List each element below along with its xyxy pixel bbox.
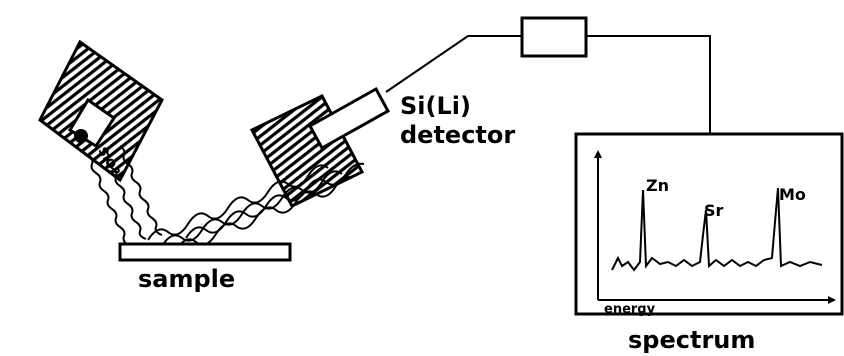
sample-plate bbox=[118, 242, 292, 262]
signal-cable bbox=[385, 35, 522, 93]
detector-label-line1: Si(Li) bbox=[400, 92, 471, 120]
spectrum-trace bbox=[611, 187, 823, 272]
peak-label-zn: Zn bbox=[646, 176, 669, 195]
axis-label-energy: energy bbox=[604, 302, 656, 317]
peak-label-sr: Sr bbox=[704, 201, 724, 220]
y-axis-arrow bbox=[594, 150, 602, 158]
amplifier-box bbox=[520, 16, 588, 58]
sample-label: sample bbox=[138, 265, 235, 293]
x-axis-arrow bbox=[828, 296, 836, 304]
detector-label-line2: detector bbox=[400, 121, 515, 149]
output-cable bbox=[586, 35, 711, 134]
detector-housing bbox=[249, 86, 391, 208]
xray-source: SiO2 bbox=[38, 39, 164, 183]
incident-xray-waves bbox=[87, 145, 163, 252]
spectrum-display bbox=[574, 132, 844, 316]
peak-label-mo: Mo bbox=[779, 185, 806, 204]
spectrum-label: spectrum bbox=[628, 326, 755, 354]
